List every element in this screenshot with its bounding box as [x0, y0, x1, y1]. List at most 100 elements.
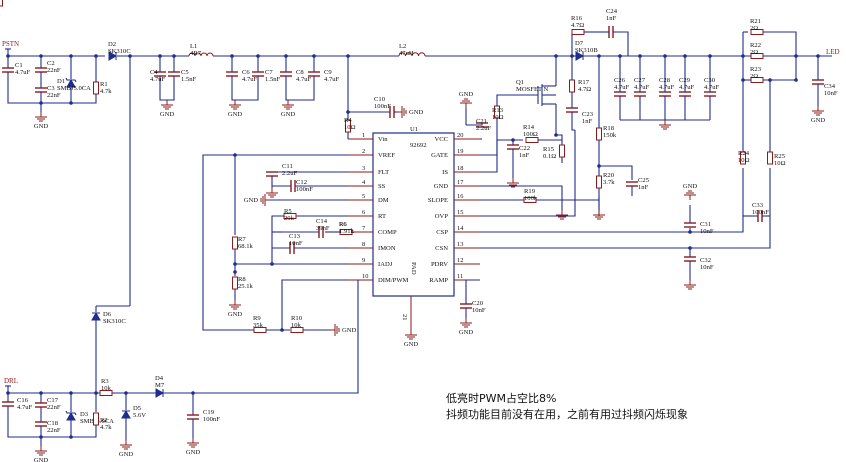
- ground-symbol: [266, 188, 278, 198]
- ground-symbol: GND: [811, 106, 826, 124]
- junction-dot: [768, 78, 772, 82]
- capacitor-value: 2.2uF: [282, 170, 298, 177]
- diode-value: M7: [155, 382, 165, 389]
- capacitor-C9: C94.7uF: [308, 69, 340, 83]
- resistor-R1: R14.7k: [93, 81, 112, 95]
- capacitor-value: 4.7uF: [296, 76, 312, 83]
- junction-dot: [280, 328, 284, 332]
- resistor-ref: R9: [253, 315, 261, 322]
- capacitor-ref: C12: [296, 179, 307, 186]
- note-dither: 抖频功能目前没有在用，之前有用过抖频闪烁现象: [446, 407, 688, 421]
- inductor-ref: L1: [190, 43, 197, 50]
- tvs-value: SMBJ5.0CA: [57, 85, 91, 92]
- ground-symbol: GND: [459, 91, 473, 108]
- ic-pin-number: 10: [362, 273, 368, 280]
- ground-label: GND: [342, 327, 357, 334]
- junction-dot: [270, 262, 274, 266]
- ic-pin-number: 3: [362, 165, 365, 172]
- capacitor-ref: C5: [181, 69, 189, 76]
- resistor-ref: R1: [100, 81, 108, 88]
- ic-pin-name: CSP: [436, 229, 448, 236]
- resistor-ref: R16: [571, 15, 583, 22]
- resistor-R6: R61.91k: [339, 221, 355, 235]
- wire: [465, 279, 480, 304]
- junction-dot: [741, 78, 745, 82]
- capacitor-ref: C10: [374, 96, 386, 103]
- wire: [281, 279, 348, 330]
- ground-label: GND: [811, 117, 826, 124]
- resistor-value: 10Ω: [774, 160, 786, 167]
- ic-pin-number: 9: [362, 257, 365, 264]
- resistor-ref: R21: [750, 18, 761, 25]
- resistor-ref: R10: [291, 315, 303, 322]
- capacitor-ref: C23: [582, 111, 594, 118]
- capacitor-ref: C17: [47, 397, 59, 404]
- junction-dot: [741, 54, 745, 58]
- resistor-ref: R6: [339, 221, 347, 228]
- capacitor-ref: C16: [17, 397, 29, 404]
- ic-pin-number: 6: [362, 209, 365, 216]
- wire: [231, 76, 259, 101]
- capacitor-ref: C28: [659, 77, 671, 84]
- capacitor-value: 100nF: [752, 209, 769, 216]
- resistor-ref: R4: [344, 117, 352, 124]
- capacitor-value: 100nF: [296, 186, 313, 193]
- capacitor-ref: C27: [634, 77, 646, 84]
- ic-pin-name: CSN: [435, 245, 448, 252]
- tvs-ref: D3: [80, 411, 89, 418]
- net-label-pstn: PSTN: [2, 40, 19, 56]
- junction-dot: [69, 101, 73, 105]
- capacitor-ref: C31: [700, 221, 711, 228]
- ic-pin-name: IS: [442, 169, 448, 176]
- capacitor-value: 1nF: [606, 15, 617, 22]
- ground-label: GND: [683, 183, 698, 190]
- resistor-ref: R22: [750, 42, 761, 49]
- wire: [480, 185, 563, 210]
- wire: [71, 425, 97, 438]
- diode-ref: D4: [155, 375, 164, 382]
- ic-pin-name: Vin: [378, 136, 388, 143]
- resistor-value: 25.1k: [238, 283, 254, 290]
- diode-value: 5.6V: [133, 412, 146, 419]
- resistor-ref: R24: [738, 150, 750, 157]
- ic-pin-name: RT: [378, 213, 386, 220]
- ic-pin-number: 18: [457, 165, 463, 172]
- ground-symbol: [593, 210, 605, 220]
- ground-label: GND: [459, 329, 474, 336]
- capacitor-value: 4.7uF: [634, 84, 650, 91]
- wire: [7, 72, 41, 104]
- wire: [466, 123, 483, 126]
- ic-pin-number: 2: [362, 148, 365, 155]
- capacitor-value: 4.7uF: [324, 76, 340, 83]
- ground-label: GND: [409, 109, 424, 116]
- wire: [285, 76, 315, 101]
- ground-symbol: GND: [404, 330, 418, 348]
- wire: [763, 31, 797, 80]
- capacitor-ref: C1: [15, 62, 23, 69]
- ground-label: GND: [228, 311, 243, 318]
- capacitor-value: 4.7uF: [614, 84, 630, 91]
- capacitor-ref: C18: [47, 420, 59, 427]
- ground-symbol: GND: [683, 183, 698, 200]
- ic-pin-number: 1: [362, 132, 365, 139]
- drl-label: DRL: [4, 377, 18, 385]
- capacitor-ref: C6: [242, 69, 250, 76]
- capacitor-value: 2.2uF: [476, 125, 492, 132]
